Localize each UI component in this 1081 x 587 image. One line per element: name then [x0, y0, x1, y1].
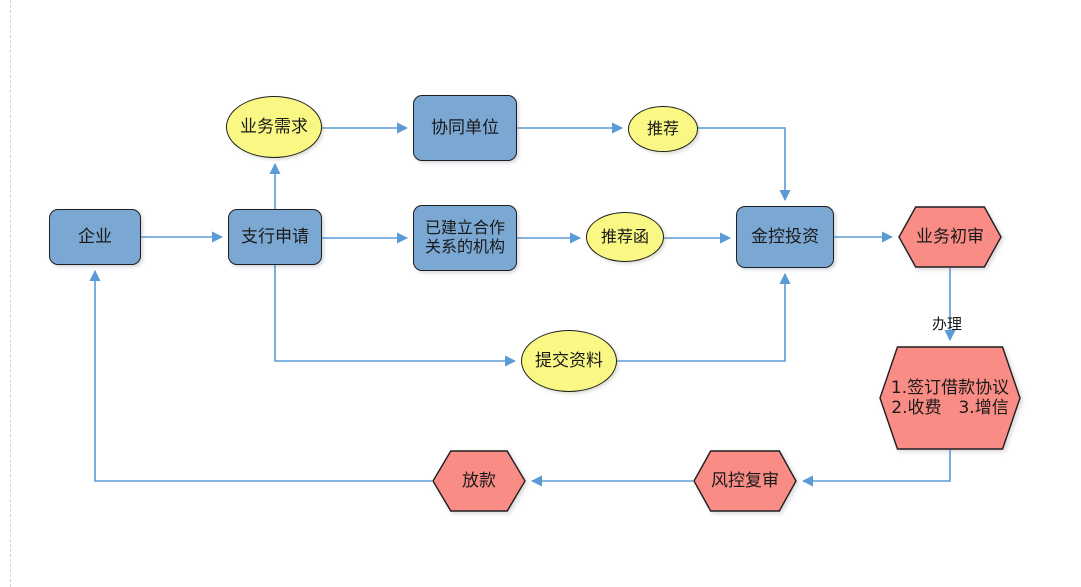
node-label-fengkong: 风控复审	[711, 470, 779, 491]
connector-tijiaoziliao-to-jinkong	[617, 272, 791, 362]
node-zhihang[interactable]: 支行申请	[228, 209, 322, 265]
connector-zhihang-to-tijiaoziliao	[274, 265, 517, 367]
node-banli[interactable]: 1.签订借款协议 2.收费 3.增信	[879, 346, 1021, 450]
connector-fangkuan-to-qiye	[89, 269, 432, 482]
hexagon-shape	[693, 450, 797, 512]
hexagon-shape	[432, 450, 526, 512]
node-jinkong[interactable]: 金控投资	[736, 206, 834, 268]
node-qiye[interactable]: 企业	[49, 209, 141, 265]
node-label-fangkuan: 放款	[462, 470, 496, 491]
node-fangkuan[interactable]: 放款	[432, 450, 526, 512]
node-tuijian[interactable]: 推荐	[628, 106, 698, 152]
node-yewuxuqiu[interactable]: 业务需求	[226, 96, 322, 158]
node-label-chushen: 业务初审	[916, 226, 984, 247]
page-margin-guide	[10, 0, 11, 587]
node-xietong[interactable]: 协同单位	[413, 95, 517, 161]
node-tuijianhan[interactable]: 推荐函	[586, 212, 664, 262]
connector-banli-to-fengkong	[801, 450, 951, 487]
hexagon-shape	[898, 206, 1002, 268]
node-label-banli: 1.签订借款协议 2.收费 3.增信	[890, 377, 1010, 418]
node-tijiaoziliao[interactable]: 提交资料	[521, 330, 617, 392]
hexagon-shape	[879, 346, 1021, 450]
edge-label-banli-label: 办理	[931, 315, 963, 333]
node-fengkong[interactable]: 风控复审	[693, 450, 797, 512]
node-yijianli[interactable]: 已建立合作 关系的机构	[413, 205, 517, 271]
node-chushen[interactable]: 业务初审	[898, 206, 1002, 268]
connector-tuijian-to-jinkong	[698, 127, 791, 202]
